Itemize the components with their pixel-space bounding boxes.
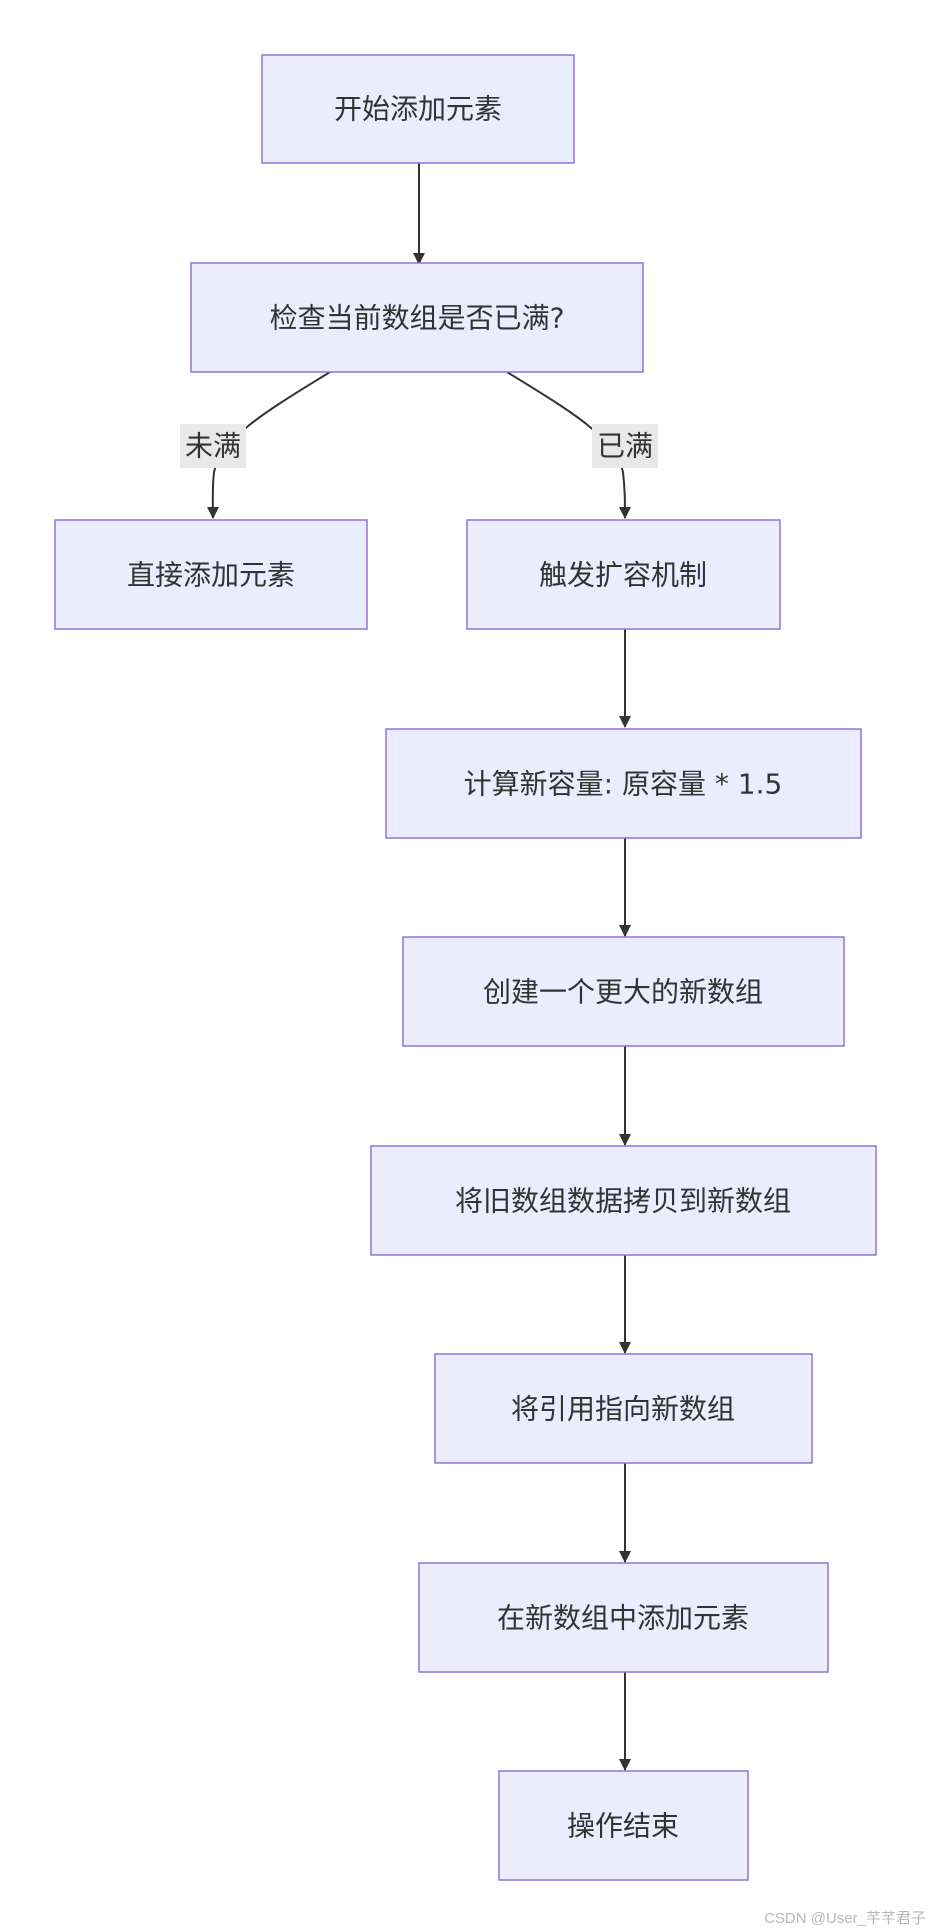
node-check-full: 检查当前数组是否已满? (190, 262, 644, 373)
node-point-ref: 将引用指向新数组 (434, 1353, 813, 1464)
node-start: 开始添加元素 (261, 54, 575, 164)
node-direct-add-label: 直接添加元素 (127, 559, 295, 592)
node-trigger-expand: 触发扩容机制 (466, 519, 781, 630)
node-check-full-label: 检查当前数组是否已满? (270, 302, 565, 335)
node-trigger-expand-label: 触发扩容机制 (539, 559, 707, 592)
edge-label-not-full: 未满 (185, 430, 241, 463)
node-direct-add: 直接添加元素 (54, 519, 368, 630)
node-point-ref-label: 将引用指向新数组 (511, 1393, 735, 1426)
watermark: CSDN @User_芊芊君子 (764, 1910, 926, 1927)
edge-label-not-full-bg (180, 424, 246, 468)
edge-label-full-bg (592, 424, 658, 468)
edge-label-full: 已满 (597, 430, 653, 463)
node-add-in-new-label: 在新数组中添加元素 (497, 1602, 749, 1635)
node-end-label: 操作结束 (567, 1810, 679, 1843)
node-calc-capacity: 计算新容量: 原容量 * 1.5 (385, 728, 862, 839)
node-copy-data-label: 将旧数组数据拷贝到新数组 (455, 1185, 791, 1218)
node-copy-data: 将旧数组数据拷贝到新数组 (370, 1145, 877, 1256)
node-start-label: 开始添加元素 (334, 93, 502, 126)
node-calc-capacity-label: 计算新容量: 原容量 * 1.5 (464, 768, 783, 801)
node-add-in-new: 在新数组中添加元素 (418, 1562, 829, 1673)
node-create-array: 创建一个更大的新数组 (402, 936, 845, 1047)
node-create-array-label: 创建一个更大的新数组 (483, 976, 763, 1009)
node-end: 操作结束 (498, 1770, 749, 1881)
